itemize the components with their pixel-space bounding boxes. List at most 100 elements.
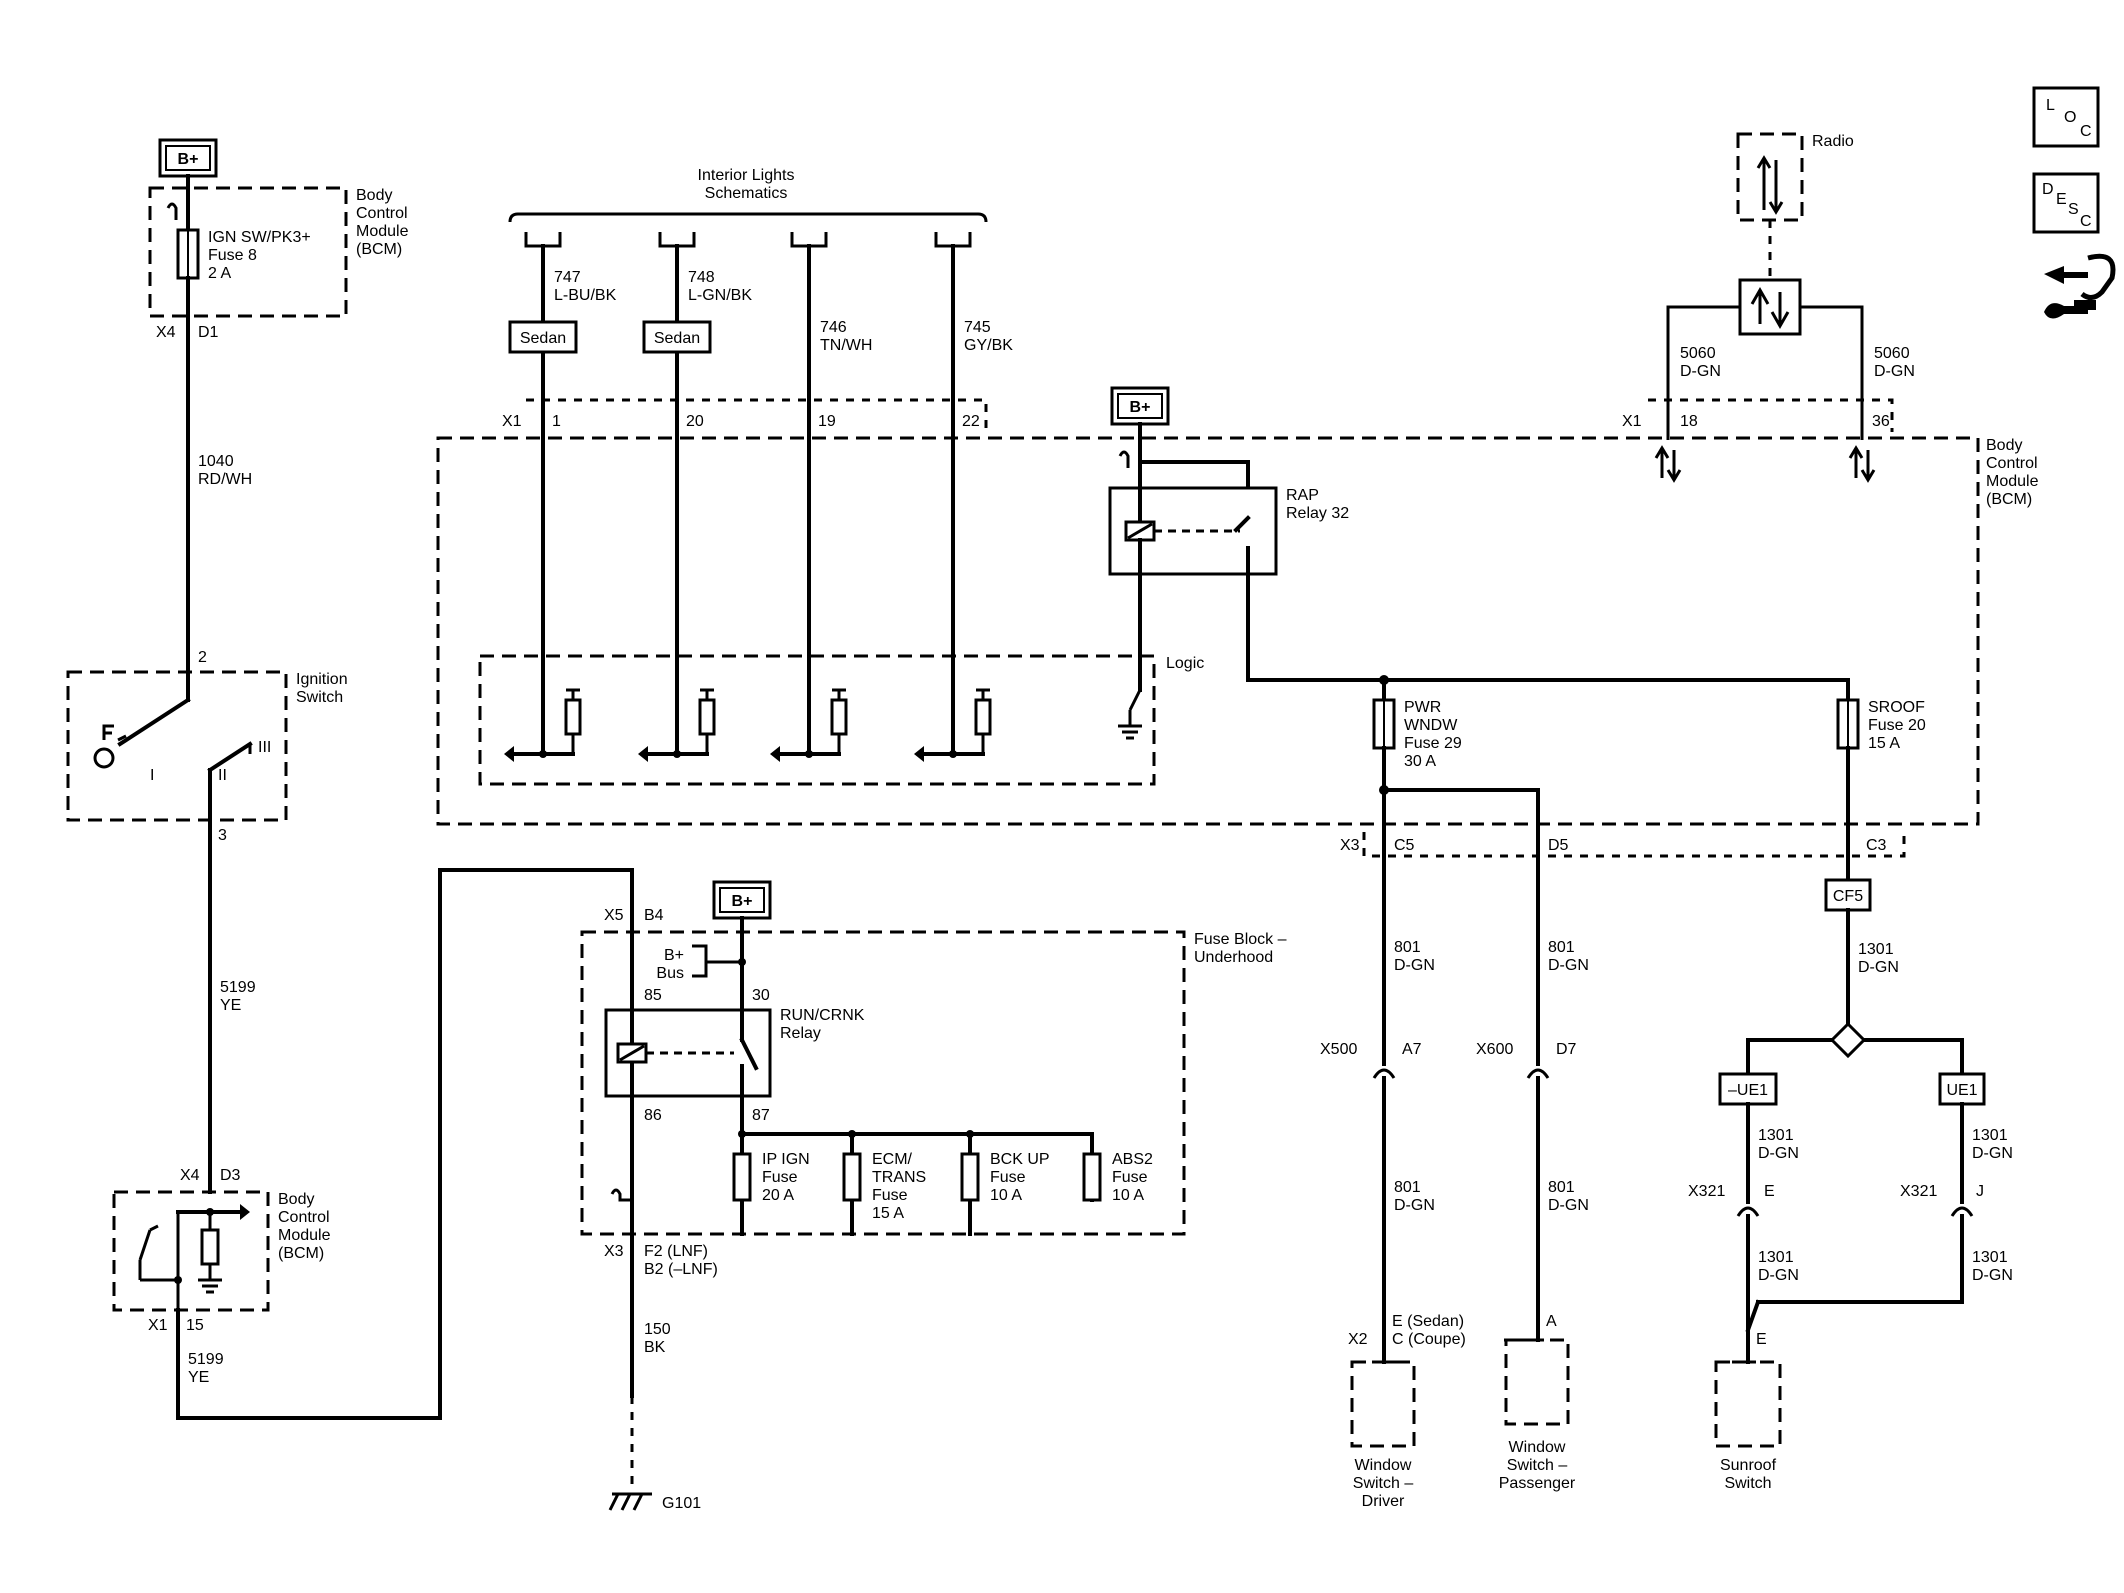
- wire-1301-c-color: D-GN: [1972, 1145, 2013, 1162]
- power-window-circuit: PWR WNDW Fuse 29 30 A X3 C5 D5 C3 801 D-…: [1320, 678, 1906, 1510]
- sedan-label-747: Sedan: [520, 330, 566, 347]
- wire-801-b2-color: D-GN: [1548, 1197, 1589, 1214]
- conn-x1-left: X1: [148, 1317, 168, 1334]
- fuse-block-label-1: Fuse Block –: [1194, 931, 1287, 948]
- ip-ign-fuse: [732, 1152, 752, 1202]
- svg-text:C: C: [2080, 213, 2092, 230]
- ign-pos-2: 2: [198, 649, 207, 666]
- sedan-tag-747: [508, 320, 578, 354]
- ip-ign-label-2: Fuse: [762, 1169, 798, 1186]
- svg-text:C: C: [2080, 123, 2092, 140]
- wire-801-a2-color: D-GN: [1394, 1197, 1435, 1214]
- b-plus-label-fuse-block: B+: [732, 893, 753, 910]
- ignition-key-icon: [93, 747, 115, 769]
- window-switch-passenger-2: Switch –: [1507, 1457, 1568, 1474]
- ecm-trans-label-3: Fuse: [872, 1187, 908, 1204]
- bcm-left-label-3: Module: [278, 1227, 331, 1244]
- pin-87: 87: [752, 1107, 770, 1124]
- ground-g101: G101: [662, 1495, 701, 1512]
- pwr-wndw-label-2: WNDW: [1404, 717, 1458, 734]
- bcm-right-label-4: (BCM): [1986, 491, 2032, 508]
- bck-up-label-1: BCK UP: [990, 1151, 1050, 1168]
- bcm-main-box: [436, 436, 1980, 826]
- svg-text:L: L: [2046, 97, 2055, 114]
- pin-d1: D1: [198, 324, 219, 341]
- b-plus-label-rap: B+: [1130, 399, 1151, 416]
- pin-22: 22: [962, 413, 980, 430]
- bck-up-label-3: 10 A: [990, 1187, 1022, 1204]
- fuse-block-label-2: Underhood: [1194, 949, 1273, 966]
- pin-e-sunroof: E: [1756, 1331, 1767, 1348]
- lamp-driver-3: [770, 688, 848, 762]
- ue1-neg-label: –UE1: [1728, 1082, 1768, 1099]
- diagnostic-car-wrench-icon[interactable]: [2044, 253, 2116, 319]
- wire-747-color: L-BU/BK: [554, 287, 617, 304]
- sunroof-circuit: SROOF Fuse 20 15 A CF5 1301 D-GN –UE1 UE…: [1688, 678, 2013, 1492]
- pin-18: 18: [1680, 413, 1698, 430]
- pin-86: 86: [644, 1107, 662, 1124]
- radio-circuit: Radio 5060 D-GN 5060 D-GN X1 18 36: [1622, 132, 1915, 483]
- ip-ign-label-3: 20 A: [762, 1187, 794, 1204]
- wire-1301-e-num: 1301: [1972, 1249, 2008, 1266]
- ignition-switch-box: [66, 670, 288, 822]
- b-plus-bus-label-1: B+: [664, 947, 684, 964]
- pin-j: J: [1976, 1183, 1984, 1200]
- rap-relay-label-2: Relay 32: [1286, 505, 1349, 522]
- ign-pos-I: I: [150, 767, 154, 784]
- conn-x3-bcm: X3: [1340, 837, 1360, 854]
- conn-x4-bottom: X4: [180, 1167, 200, 1184]
- bck-up-fuse: [960, 1152, 980, 1202]
- bcm-right-label-2: Control: [1986, 455, 2038, 472]
- conn-x500: X500: [1320, 1041, 1357, 1058]
- window-switch-passenger-1: Window: [1509, 1439, 1566, 1456]
- wire-5060-b-num: 5060: [1874, 345, 1910, 362]
- ip-ign-label-1: IP IGN: [762, 1151, 810, 1168]
- bcm-right-label-3: Module: [1986, 473, 2039, 490]
- interior-lights-label-2: Schematics: [705, 185, 788, 202]
- ground-icon: [198, 1278, 222, 1294]
- wire-1301-c-num: 1301: [1972, 1127, 2008, 1144]
- rap-ground-icon: [1118, 724, 1142, 740]
- sroof-label-3: 15 A: [1868, 735, 1900, 752]
- ign-fuse-label-1: IGN SW/PK3+: [208, 229, 311, 246]
- wire-1040-color: RD/WH: [198, 471, 252, 488]
- interior-lights-circuit: Interior Lights Schematics 747 L-BU/BK 7…: [478, 167, 1204, 786]
- sunroof-switch-label-1: Sunroof: [1720, 1457, 1777, 1474]
- bcm-top-box: [148, 186, 348, 318]
- desc-icon[interactable]: D E S C: [2032, 172, 2100, 234]
- wire-747-num: 747: [554, 269, 581, 286]
- wire-1301-a-num: 1301: [1858, 941, 1894, 958]
- pin-c-coupe: C (Coupe): [1392, 1331, 1466, 1348]
- wire-801-a1-num: 801: [1394, 939, 1421, 956]
- pin-c5: C5: [1394, 837, 1415, 854]
- bck-up-label-2: Fuse: [990, 1169, 1026, 1186]
- wire-1301-b-num: 1301: [1758, 1127, 1794, 1144]
- pwr-wndw-label-3: Fuse 29: [1404, 735, 1462, 752]
- conn-x4-top: X4: [156, 324, 176, 341]
- lamp-driver-2: [638, 688, 716, 762]
- ign-fuse-label-2: Fuse 8: [208, 247, 257, 264]
- window-switch-driver-1: Window: [1355, 1457, 1412, 1474]
- splice-diamond: [1829, 1021, 1867, 1059]
- wire-5199-b-color: YE: [188, 1369, 209, 1386]
- pin-c3: C3: [1866, 837, 1887, 854]
- svg-text:O: O: [2064, 109, 2076, 126]
- sunroof-switch-box: [1714, 1360, 1782, 1448]
- fuse-block-box: [580, 930, 1186, 1236]
- toolbar-icons: L O C D E S C: [2032, 86, 2116, 319]
- lamp-driver-4: [914, 688, 992, 762]
- window-switch-passenger-3: Passenger: [1499, 1475, 1576, 1492]
- wire-1301-d-color: D-GN: [1758, 1267, 1799, 1284]
- pin-d7: D7: [1556, 1041, 1577, 1058]
- ign-pos-II: II: [218, 767, 227, 784]
- wire-5060-b-color: D-GN: [1874, 363, 1915, 380]
- svg-text:S: S: [2068, 201, 2079, 218]
- pin-f2-lnf: F2 (LNF): [644, 1243, 708, 1260]
- fuse-block-underhood: X5 B4 B+ Fuse Block – Underhood B+ Bus 8…: [580, 868, 1287, 1512]
- bcm-left-label-2: Control: [278, 1209, 330, 1226]
- loc-icon[interactable]: L O C: [2032, 86, 2100, 148]
- inline-connector-x500: [1372, 1068, 1396, 1079]
- data-arrows-pin-18-icon: [1654, 445, 1682, 483]
- wire-746-num: 746: [820, 319, 847, 336]
- ecm-trans-label-1: ECM/: [872, 1151, 913, 1168]
